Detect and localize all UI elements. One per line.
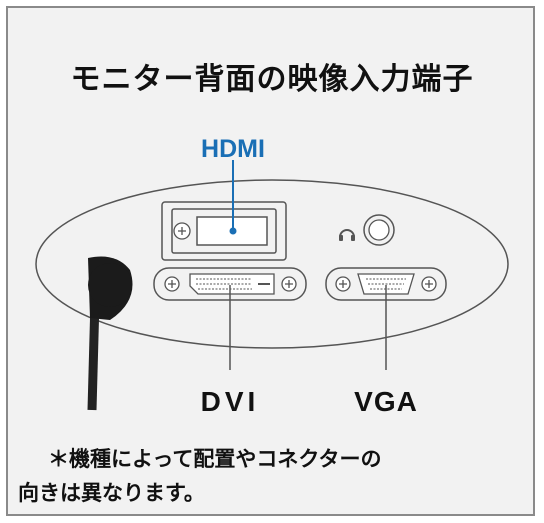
power-cable	[87, 256, 133, 411]
hdmi-port	[161, 201, 287, 261]
vga-label: VGA	[354, 386, 418, 417]
hdmi-label: HDMI	[201, 135, 265, 163]
note-line-1: ＊機種によって配置やコネクターの	[48, 447, 382, 471]
dvi-label: DVI	[201, 386, 260, 417]
note-text: ＊機種によって配置やコネクターの 向きは異なります。	[18, 442, 518, 510]
note-line-2: 向きは異なります。	[18, 481, 205, 505]
vga-port	[325, 267, 447, 301]
headphone-jack	[339, 214, 395, 246]
diagram-title: モニター背面の映像入力端子	[70, 62, 474, 97]
